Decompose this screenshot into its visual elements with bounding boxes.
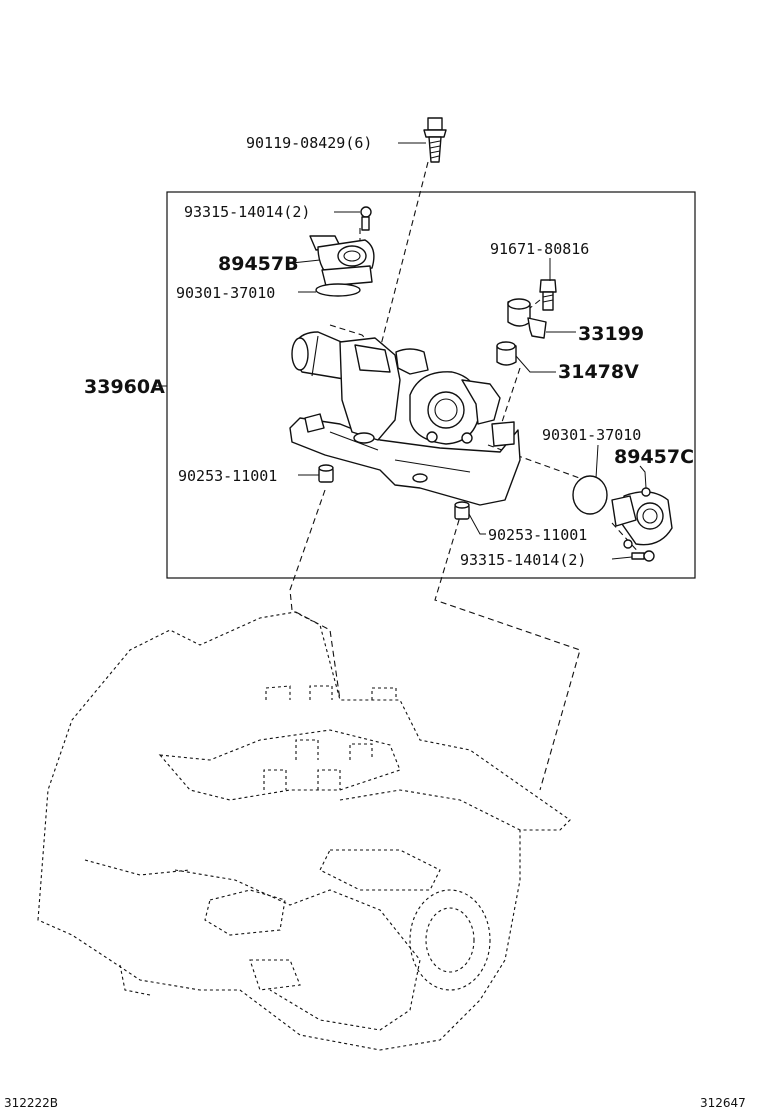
callout-sensor-c[interactable]: 89457C [614, 446, 694, 468]
part-33199-drawing [507, 298, 547, 339]
footer-left-code: 312222B [4, 1096, 58, 1110]
callout-oring-b[interactable]: 90301-37010 [176, 284, 275, 302]
footer-right-code: 312647 [700, 1096, 746, 1110]
callout-bolt-top[interactable]: 90119-08429(6) [246, 134, 372, 152]
callout-sensor-b[interactable]: 89457B [218, 253, 299, 275]
callout-oring-c[interactable]: 90301-37010 [542, 426, 641, 444]
callout-bolt-c[interactable]: 93315-14014(2) [460, 551, 586, 569]
leader-lines [156, 142, 647, 560]
callout-bolt-b[interactable]: 93315-14014(2) [184, 203, 310, 221]
callout-part-31478[interactable]: 31478V [558, 361, 639, 383]
pin-right-drawing [454, 501, 470, 520]
assembly-frame [166, 191, 696, 579]
actuator-body-drawing [289, 331, 521, 506]
sensor-b-drawing [309, 235, 375, 287]
bolt-33199-drawing [539, 279, 557, 311]
callout-pin-right[interactable]: 90253-11001 [488, 526, 587, 544]
bolt-c-drawing [631, 550, 655, 562]
callout-assembly[interactable]: 33960A [84, 376, 165, 398]
sensor-c-drawing [611, 487, 673, 549]
callout-bolt-33199[interactable]: 91671-80816 [490, 240, 589, 258]
oring-b-drawing [315, 283, 361, 297]
bolt-b-drawing [360, 206, 372, 231]
transmission-case-drawing [37, 611, 571, 1051]
pin-left-drawing [318, 464, 334, 483]
bolt-top-drawing [423, 117, 447, 163]
oring-c-drawing [572, 475, 608, 515]
callout-pin-left[interactable]: 90253-11001 [178, 467, 277, 485]
part-31478-drawing [496, 341, 517, 366]
callout-part-33199[interactable]: 33199 [578, 323, 644, 345]
